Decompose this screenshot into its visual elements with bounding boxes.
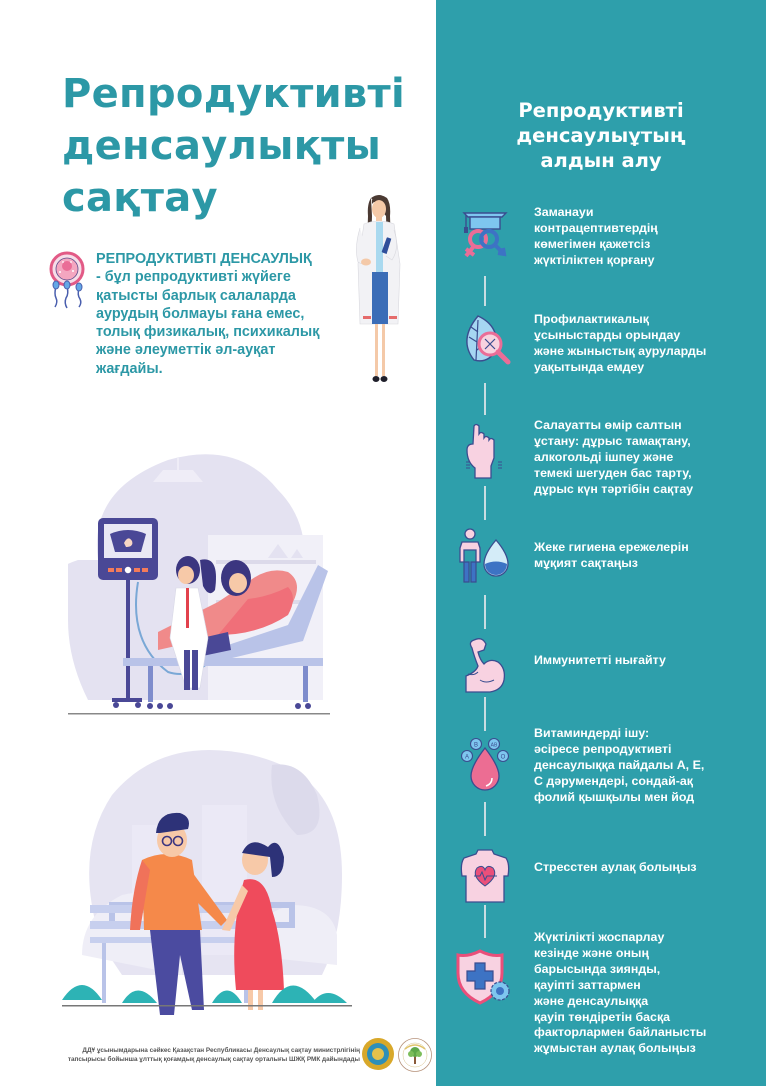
ultrasound-scene-illustration (68, 454, 330, 715)
tip-line: Стресстен аулақ болыңыз (534, 860, 697, 874)
svg-text:B: B (474, 743, 478, 749)
definition-line: қатысты барлық салаларда (96, 287, 296, 304)
svg-text:A: A (465, 755, 469, 761)
tip-line: мұқият сақтаңыз (534, 555, 638, 570)
tip-text: Жүктілікті жоспарлау кезінде және оның б… (534, 930, 764, 1057)
footer-credit: ДДҰ ұсынымдарына сәйкес Қазақстан Респуб… (10, 1046, 360, 1064)
tip-line: әсіресе репродуктивті (534, 741, 672, 756)
left-column: Репродуктивті денсаулықты сақтау РЕПРОДУ… (10, 68, 432, 1072)
connector-line (484, 383, 486, 415)
tip-text: Витаминдерді ішу: әсіресе репродуктивті … (534, 726, 764, 806)
blood-drop-vitamins-icon: A B AB O (460, 737, 510, 791)
tip-line: Профилактикалық (534, 312, 649, 326)
page-title: Репродуктивті денсаулықты сақтау (62, 68, 422, 224)
tip-line: фолий қышқылы мен йод (534, 789, 695, 804)
tip-line: барысында зиянды, (534, 961, 661, 976)
tip-text: Профилактикалық ұсыныстарды орындау және… (534, 312, 764, 376)
tip-text: Стресстен аулақ болыңыз (534, 860, 764, 876)
footer-line-1: ДДҰ ұсынымдарына сәйкес Қазақстан Респуб… (82, 1047, 360, 1054)
tip-text: Иммунитетті нығайту (534, 653, 764, 669)
tip-text: Салауатты өмір салтын ұстану: дұрыс тама… (534, 418, 764, 498)
tip-line: факторлармен байланысты (534, 1025, 707, 1040)
panel-title-line-1: Репродуктивті (518, 99, 684, 122)
tip-line: жүктіліктен қорғану (534, 252, 655, 267)
tip-line: ұсыныстарды орындау (534, 327, 681, 342)
definition-line: және әлеуметтік әл-ауқат (96, 342, 276, 359)
tip-line: денсаулыққа пайдалы А, Е, (534, 757, 705, 772)
connector-line (484, 486, 486, 520)
doctor-woman-illustration (356, 195, 401, 382)
tip-line: алкогольді ішпеу және (534, 449, 674, 464)
title-line-3: сақтау (62, 175, 218, 221)
footer-line-2: тапсырысы бойынша ұлттық қоғамдық денсау… (67, 1056, 360, 1063)
torso-heart-icon (460, 849, 510, 903)
tip-line: Салауатты өмір салтын (534, 418, 682, 432)
shield-cross-gear-icon (456, 949, 510, 1005)
title-line-2: денсаулықты (62, 123, 382, 169)
tip-line: темекі шегуден бас тарту, (534, 465, 692, 480)
tip-line: және жыныстық ауруларды (534, 343, 707, 358)
panel-title-line-3: алдын алу (540, 149, 662, 172)
tip-line: көмегімен қажетсіз (534, 236, 651, 251)
definition-line: - бұл репродуктивті жүйеге (96, 269, 291, 286)
definition-line: аурудың болмауы ғана емес, (96, 305, 305, 322)
tip-line: және денсаулыққа (534, 993, 649, 1008)
connector-line (484, 595, 486, 629)
tip-line: дұрыс күн тәртібін сақтау (534, 481, 694, 496)
prevention-panel: Репродуктивті денсаулыұтың алдын алу Зам… (436, 0, 766, 1086)
tip-line: қауіп төндіретін басқа (534, 1009, 671, 1024)
connector-line (484, 697, 486, 731)
leaf-dna-magnifier-icon (466, 315, 511, 365)
tip-line: Витаминдерді ішу: (534, 726, 650, 740)
fist-icon (466, 423, 502, 479)
couple-park-illustration (62, 750, 352, 1015)
panel-title: Репродуктивті денсаулыұтың алдын алу (436, 98, 766, 173)
definition-term: РЕПРОДУКТИВТІ ДЕНСАУЛЫҚ (96, 251, 312, 267)
tip-line: Жүктілікті жоспарлау (534, 930, 665, 944)
tip-line: ұстану: дұрыс тамақтану, (534, 433, 691, 448)
connector-line (484, 276, 486, 306)
tip-line: қауіпті заттармен (534, 977, 641, 992)
kazakhstan-emblem-logo (362, 1038, 394, 1070)
svg-text:O: O (501, 755, 506, 761)
panel-title-line-2: денсаулыұтың (516, 124, 686, 147)
title-line-1: Репродуктивті (62, 71, 406, 117)
tip-text: Заманауи контрацептивтердің көмегімен қа… (534, 205, 764, 269)
tip-line: С дәрумендері, сондай-ақ (534, 773, 694, 788)
tip-line: Заманауи (534, 205, 594, 219)
egg-sperm-icon (49, 251, 85, 309)
tip-line: кезінде және оның (534, 945, 649, 960)
tip-line: жұмыстан аулақ болыңыз (534, 1041, 696, 1056)
tip-text: Жеке гигиена ережелерін мұқият сақтаңыз (534, 540, 764, 572)
tip-line: Жеке гигиена ережелерін (534, 540, 689, 554)
definition-line: толық физикалық, психикалық (96, 324, 320, 341)
connector-line (484, 905, 486, 938)
gender-education-icon (462, 212, 508, 258)
ncph-tree-logo (398, 1038, 432, 1072)
connector-line (484, 802, 486, 836)
svg-text:AB: AB (491, 743, 498, 749)
tip-line: Иммунитетті нығайту (534, 653, 666, 667)
tip-line: контрацептивтердің (534, 220, 658, 235)
definition-line: жағдайы. (96, 360, 163, 377)
definition-text: РЕПРОДУКТИВТІ ДЕНСАУЛЫҚ - бұл репродукти… (96, 250, 346, 378)
flexed-arm-icon (465, 638, 506, 693)
person-water-drop-icon (459, 528, 509, 583)
tip-line: уақытында емдеу (534, 359, 645, 374)
